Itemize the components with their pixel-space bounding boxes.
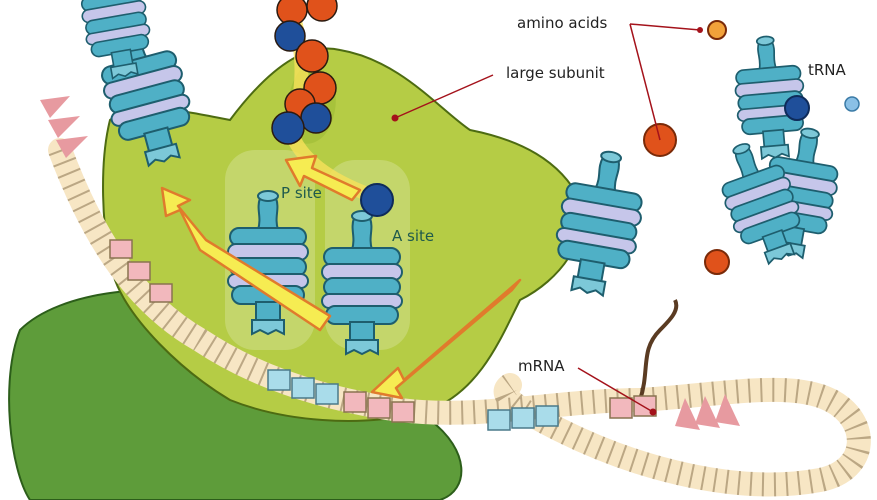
callout-dots — [391, 27, 703, 416]
codon-blocks — [109, 239, 657, 431]
label-amino-acids: amino acids — [517, 14, 608, 32]
label-mrna: mRNA — [518, 357, 565, 375]
mrna-strand — [48, 138, 871, 497]
trna-incoming — [546, 144, 653, 301]
amino-acid-a-site — [360, 183, 394, 217]
label-p-site: P site — [281, 184, 322, 202]
label-large-subunit: large subunit — [506, 64, 605, 82]
label-trna: tRNA — [808, 61, 846, 79]
amino-acid-free — [707, 20, 727, 40]
amino-acid-trna-bottom — [704, 249, 730, 275]
label-a-site: A site — [392, 227, 435, 245]
amino-acid-trna-top — [784, 95, 810, 121]
polypeptide-chain — [271, 0, 377, 202]
direction-triangles — [40, 96, 740, 430]
amino-acid-small — [844, 96, 860, 112]
callout-lines — [394, 23, 701, 413]
motion-arrows — [160, 154, 522, 400]
